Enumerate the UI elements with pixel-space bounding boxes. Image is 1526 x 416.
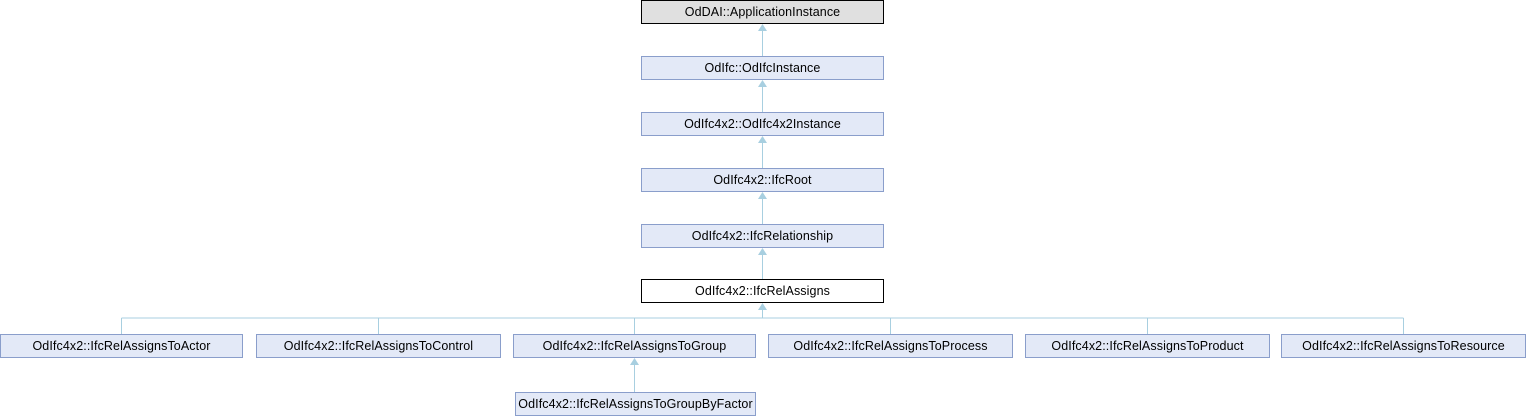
inheritance-arrowhead-icon [758,136,767,143]
class-node[interactable]: OdIfc4x2::IfcRelAssignsToGroupByFactor [515,392,756,416]
class-node[interactable]: OdIfc4x2::IfcRelAssignsToActor [0,334,243,358]
class-node[interactable]: OdIfc4x2::IfcRelAssigns [641,279,884,303]
class-node[interactable]: OdIfc4x2::IfcRelationship [641,224,884,248]
class-node[interactable]: OdIfc4x2::IfcRoot [641,168,884,192]
inheritance-arrowhead-icon [758,248,767,255]
class-node[interactable]: OdDAI::ApplicationInstance [641,0,884,24]
inheritance-arrowhead-icon [758,80,767,87]
class-node[interactable]: OdIfc::OdIfcInstance [641,56,884,80]
class-node[interactable]: OdIfc4x2::IfcRelAssignsToResource [1281,334,1526,358]
class-node[interactable]: OdIfc4x2::OdIfc4x2Instance [641,112,884,136]
inheritance-arrowhead-icon [758,24,767,31]
class-node[interactable]: OdIfc4x2::IfcRelAssignsToGroup [513,334,756,358]
class-node[interactable]: OdIfc4x2::IfcRelAssignsToProcess [768,334,1013,358]
inheritance-arrowhead-icon [758,303,767,310]
class-node[interactable]: OdIfc4x2::IfcRelAssignsToControl [256,334,501,358]
inheritance-arrowhead-icon [758,192,767,199]
class-node[interactable]: OdIfc4x2::IfcRelAssignsToProduct [1025,334,1270,358]
inheritance-arrowhead-icon [630,358,639,365]
